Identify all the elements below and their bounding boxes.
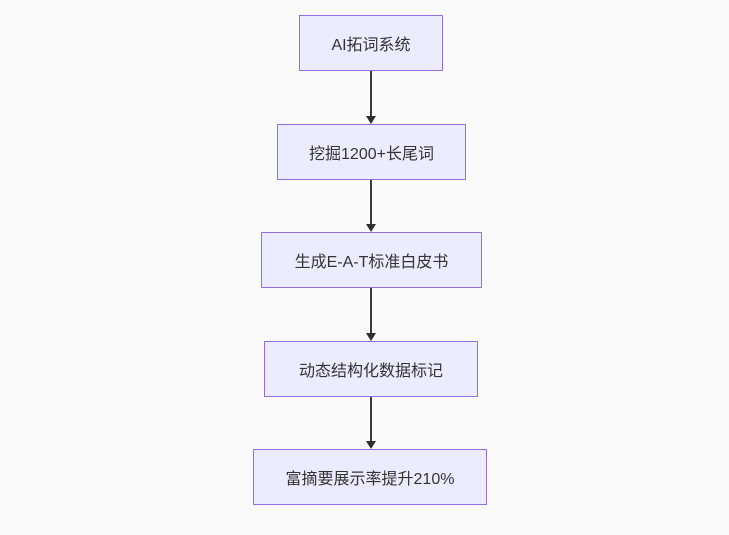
arrow-line: [370, 71, 372, 117]
arrow-line: [370, 180, 372, 225]
flowchart-node-rich-snippet-result: 富摘要展示率提升210%: [253, 449, 487, 505]
arrow-line: [370, 397, 372, 442]
arrow-line: [370, 288, 372, 334]
arrow-down-icon: [366, 441, 376, 449]
node-label: 生成E-A-T标准白皮书: [294, 254, 449, 271]
flow-edge-4: [366, 397, 376, 449]
flowchart-node-eat-whitepaper: 生成E-A-T标准白皮书: [261, 232, 482, 288]
node-label: 富摘要展示率提升210%: [285, 471, 455, 488]
flowchart-node-structured-data: 动态结构化数据标记: [264, 341, 478, 397]
arrow-down-icon: [366, 116, 376, 124]
node-label: 挖掘1200+长尾词: [309, 146, 434, 163]
flowchart-node-longtail-mining: 挖掘1200+长尾词: [277, 124, 466, 180]
node-label: AI拓词系统: [331, 37, 411, 54]
flow-edge-3: [366, 288, 376, 341]
arrow-down-icon: [366, 224, 376, 232]
flow-edge-1: [366, 71, 376, 124]
flow-edge-2: [366, 180, 376, 232]
flowchart-node-ai-word-system: AI拓词系统: [299, 15, 443, 71]
arrow-down-icon: [366, 333, 376, 341]
node-label: 动态结构化数据标记: [298, 363, 443, 380]
